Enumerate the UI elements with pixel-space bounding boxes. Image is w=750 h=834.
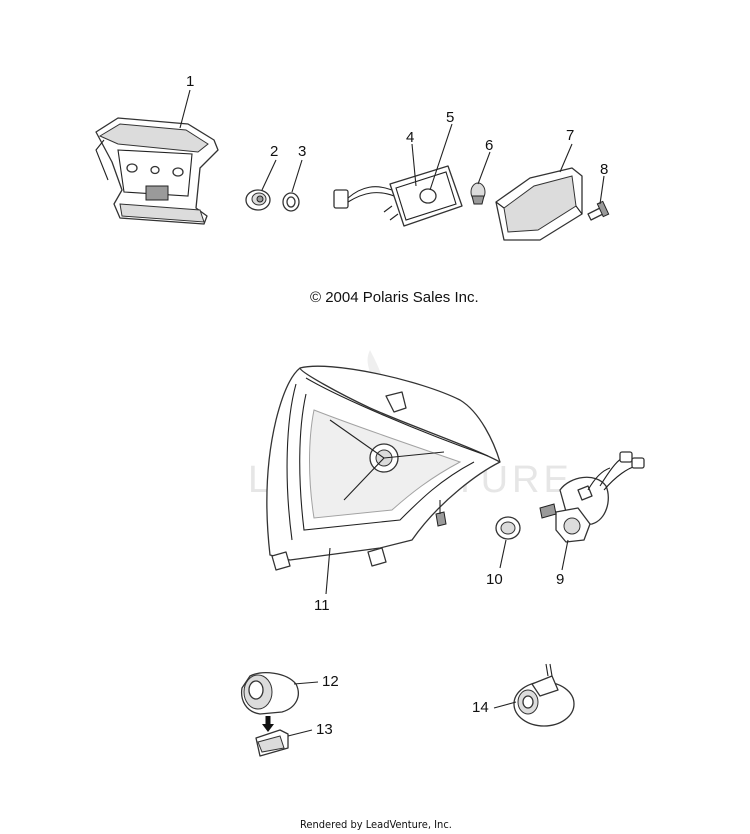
part-13-turn-signal-lens-icon[interactable] [255, 729, 289, 757]
part-3-washer-icon[interactable] [282, 192, 300, 212]
callout-11: 11 [314, 597, 330, 614]
part-8-screw-icon[interactable] [587, 200, 610, 221]
callout-12: 12 [322, 673, 339, 690]
assembly-arrow-icon [262, 716, 274, 732]
callout-14: 14 [472, 699, 489, 716]
part-14-marker-lamp-icon[interactable] [513, 663, 575, 727]
leader-lines-middle [325, 539, 569, 595]
part-9-headlight-socket-harness-icon[interactable] [539, 451, 645, 543]
callout-9: 9 [556, 571, 564, 588]
part-2-grommet-icon[interactable] [245, 189, 271, 211]
callout-4: 4 [406, 129, 414, 146]
part-10-headlight-bulb-icon[interactable] [495, 516, 521, 540]
callout-1: 1 [186, 73, 194, 90]
callout-2: 2 [270, 143, 278, 160]
part-7-taillight-lens-icon[interactable] [495, 167, 583, 241]
callout-3: 3 [298, 143, 306, 160]
callout-13: 13 [316, 721, 333, 738]
part-6-bulb-icon[interactable] [470, 182, 486, 205]
leader-lines-top [179, 89, 605, 205]
callout-7: 7 [566, 127, 574, 144]
part-1-taillight-housing-icon[interactable] [95, 117, 219, 225]
footer-credit: Rendered by LeadVenture, Inc. [300, 818, 452, 831]
callout-10: 10 [486, 571, 503, 588]
part-4-wire-harness-icon[interactable] [333, 186, 395, 209]
copyright-text: © 2004 Polaris Sales Inc. [310, 289, 479, 306]
part-12-turn-signal-lamp-icon[interactable] [240, 672, 299, 715]
part-5-bulb-socket-plate-icon[interactable] [383, 165, 463, 227]
callout-6: 6 [485, 137, 493, 154]
callout-5: 5 [446, 109, 454, 126]
part-11-headlight-assembly-icon[interactable] [266, 365, 501, 571]
leader-lines-bottom [287, 681, 517, 737]
callout-8: 8 [600, 161, 608, 178]
